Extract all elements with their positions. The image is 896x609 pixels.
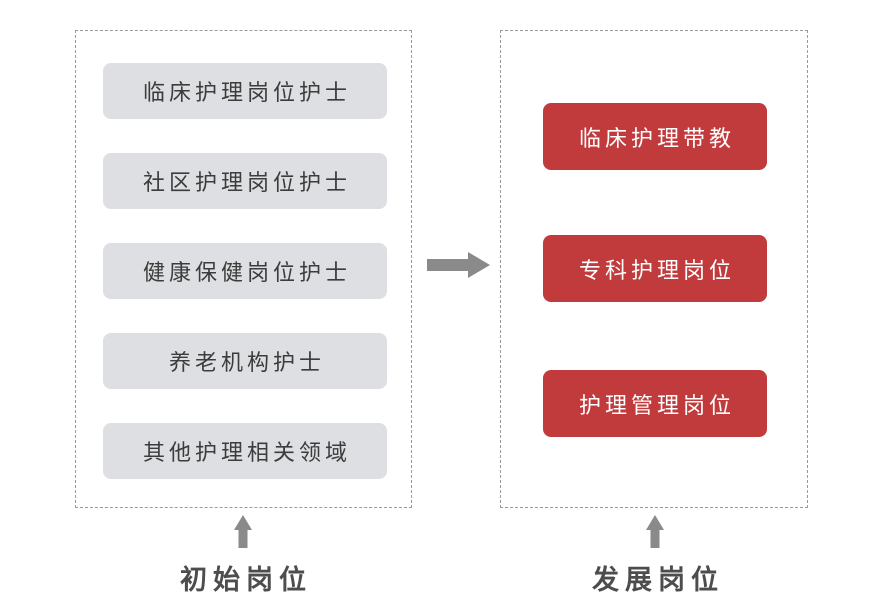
initial-position-community-nurse: 社区护理岗位护士 bbox=[103, 153, 387, 209]
arrow-up-icon bbox=[234, 515, 252, 548]
initial-position-elderly-care-nurse: 养老机构护士 bbox=[103, 333, 387, 389]
initial-position-health-care-nurse: 健康保健岗位护士 bbox=[103, 243, 387, 299]
development-position-specialty-nursing: 专科护理岗位 bbox=[543, 235, 767, 302]
development-position-clinical-teaching: 临床护理带教 bbox=[543, 103, 767, 170]
development-positions-label: 发展岗位 bbox=[592, 565, 724, 595]
arrow-up-icon bbox=[646, 515, 664, 548]
development-position-nursing-management: 护理管理岗位 bbox=[543, 370, 767, 437]
initial-positions-panel bbox=[75, 30, 412, 508]
arrow-right-icon bbox=[427, 252, 490, 278]
initial-position-clinical-nurse: 临床护理岗位护士 bbox=[103, 63, 387, 119]
initial-position-other-fields: 其他护理相关领域 bbox=[103, 423, 387, 479]
initial-positions-label: 初始岗位 bbox=[180, 565, 312, 595]
development-positions-panel bbox=[500, 30, 808, 508]
